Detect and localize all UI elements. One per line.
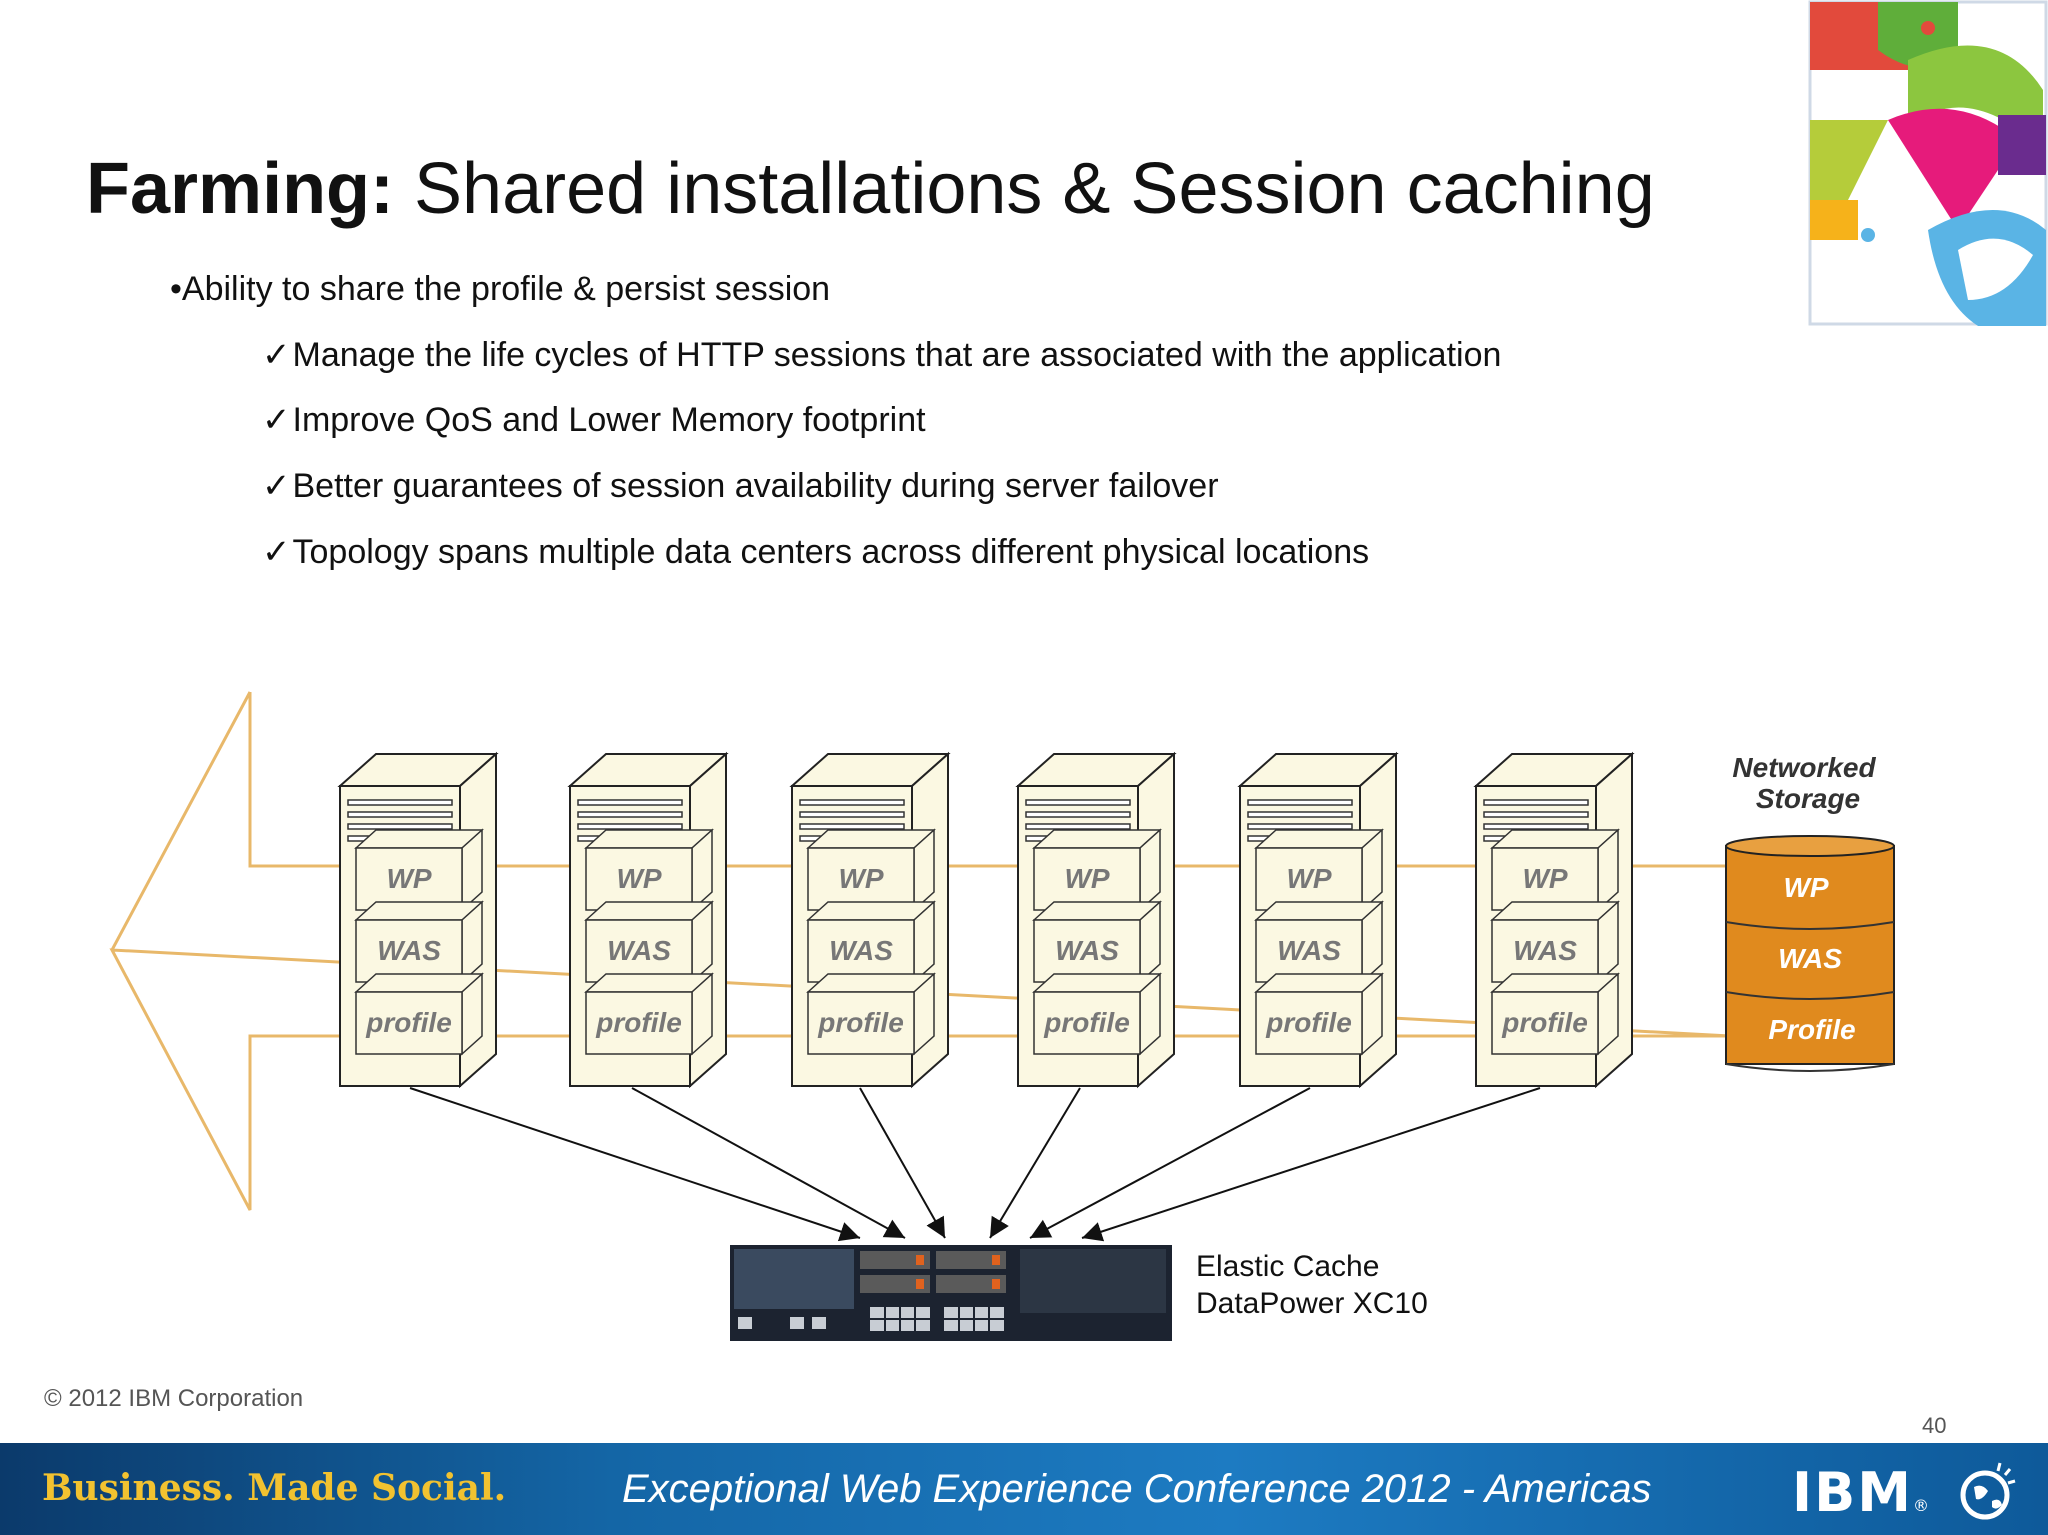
- check-icon: ✓: [262, 533, 291, 571]
- sub-bullet: ✓Topology spans multiple data centers ac…: [262, 532, 1369, 572]
- server-layer-profile: profile: [817, 1007, 904, 1038]
- sub-bullet-text: Better guarantees of session availabilit…: [292, 467, 1219, 505]
- server-layer-was: WAS: [1277, 935, 1341, 966]
- server-layer-wp: WP: [1064, 863, 1109, 894]
- title-rest: Shared installations & Session caching: [394, 149, 1655, 229]
- farming-diagram: WP WAS profile WP WAS profile WP WAS profile WP WA…: [109, 691, 1895, 1242]
- title-bold: Farming:: [86, 149, 395, 229]
- server-layer-wp: WP: [1522, 863, 1567, 894]
- server-layer-wp: WP: [1286, 863, 1331, 894]
- server-layer-was: WAS: [377, 935, 441, 966]
- footer-tagline: Business. Made Social.: [42, 1467, 507, 1509]
- smarter-planet-icon: [1960, 1462, 2016, 1520]
- storage-layer-wp: WP: [1783, 872, 1828, 903]
- footer-conference-title: Exceptional Web Experience Conference 20…: [622, 1467, 1652, 1511]
- cache-label-line2: DataPower XC10: [1196, 1287, 1428, 1320]
- ibm-registered-mark: ®: [1913, 1496, 1931, 1515]
- server-layer-was: WAS: [829, 935, 893, 966]
- slide-title: Farming: Shared installations & Session …: [86, 148, 1655, 230]
- server-layer-wp: WP: [386, 863, 431, 894]
- server-layer-was: WAS: [1513, 935, 1577, 966]
- server-layer-wp: WP: [616, 863, 661, 894]
- server-layer-profile: profile: [1043, 1007, 1130, 1038]
- sub-bullet-text: Manage the life cycles of HTTP sessions …: [292, 336, 1502, 374]
- server-layer-profile: profile: [1265, 1007, 1352, 1038]
- ibm-logo: IBM®: [1792, 1461, 1931, 1524]
- server-layer-wp: WP: [838, 863, 883, 894]
- server-layer-profile: profile: [595, 1007, 682, 1038]
- server-layer-profile: profile: [365, 1007, 452, 1038]
- cache-label-line1: Elastic Cache: [1196, 1250, 1380, 1283]
- sub-bullet: ✓Improve QoS and Lower Memory footprint: [262, 400, 926, 440]
- server-tower: WP WAS profile: [1015, 751, 1177, 1089]
- cache-link-arrow: [409, 1087, 861, 1242]
- page-number: 40: [1922, 1413, 1947, 1438]
- server-tower: WP WAS profile: [337, 751, 499, 1089]
- ibm-logo-text: IBM: [1792, 1461, 1913, 1524]
- server-tower: WP WAS profile: [1237, 751, 1399, 1089]
- datapower-appliance-image: [730, 1245, 1172, 1341]
- check-icon: ✓: [262, 401, 291, 439]
- server-tower: WP WAS profile: [1473, 751, 1635, 1089]
- sub-bullet: ✓Better guarantees of session availabili…: [262, 466, 1219, 506]
- sub-bullet-text: Topology spans multiple data centers acr…: [292, 533, 1370, 571]
- elastic-cache-label: Elastic Cache DataPower XC10: [1196, 1248, 1428, 1322]
- cache-link-arrow: [1081, 1087, 1541, 1242]
- main-bullet: •Ability to share the profile & persist …: [170, 270, 831, 308]
- server-layer-was: WAS: [607, 935, 671, 966]
- sub-bullet: ✓Manage the life cycles of HTTP sessions…: [262, 335, 1501, 375]
- check-icon: ✓: [262, 467, 291, 505]
- server-tower: WP WAS profile: [567, 751, 729, 1089]
- check-icon: ✓: [262, 336, 291, 374]
- storage-layer-was: WAS: [1778, 943, 1842, 974]
- server-tower: WP WAS profile: [789, 751, 951, 1089]
- conference-logo-art: [1808, 0, 2048, 326]
- copyright-text: © 2012 IBM Corporation: [44, 1386, 304, 1412]
- sub-bullet-text: Improve QoS and Lower Memory footprint: [292, 401, 926, 439]
- storage-title-line2: Storage: [1756, 783, 1860, 814]
- cache-link-arrow: [631, 1087, 906, 1239]
- server-layer-was: WAS: [1055, 935, 1119, 966]
- footer-banner: Business. Made Social. Exceptional Web E…: [0, 1443, 2048, 1535]
- server-layer-profile: profile: [1501, 1007, 1588, 1038]
- cache-link-arrow: [859, 1087, 946, 1239]
- storage-layer-profile: Profile: [1768, 1014, 1855, 1045]
- cache-link-arrow: [989, 1087, 1081, 1239]
- networked-storage-cylinder: WP WAS Profile: [1725, 835, 1895, 1072]
- storage-title-line1: Networked: [1732, 752, 1876, 783]
- cache-link-arrow: [1029, 1087, 1311, 1239]
